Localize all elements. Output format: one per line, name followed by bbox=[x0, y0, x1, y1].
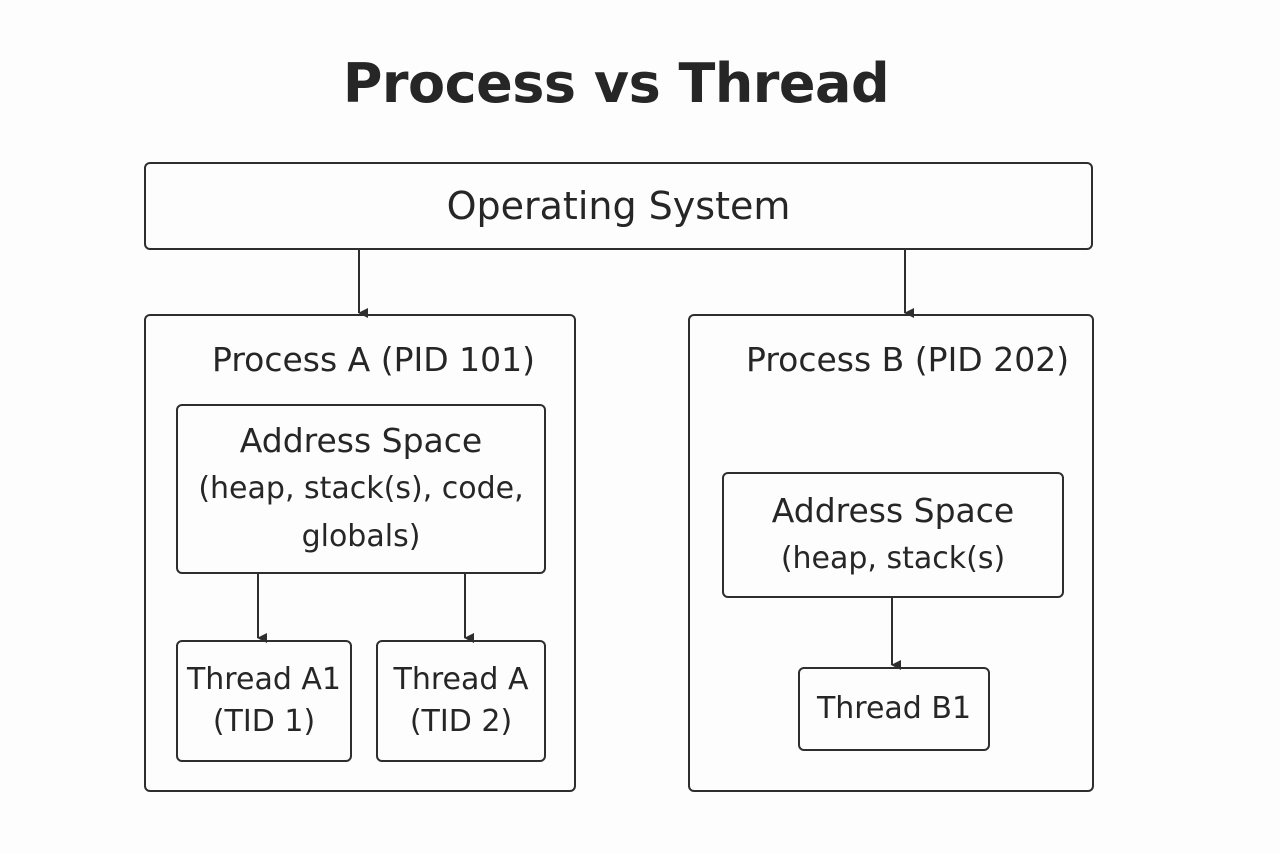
process-a-address-space-line1: (heap, stack(s), code, bbox=[198, 471, 524, 506]
process-a-address-space-line2: globals) bbox=[301, 519, 421, 554]
operating-system-label: Operating System bbox=[446, 184, 791, 228]
operating-system-box: Operating System bbox=[144, 162, 1093, 250]
thread-a1-box: Thread A1 (TID 1) bbox=[176, 640, 352, 762]
process-a-address-space: Address Space (heap, stack(s), code, glo… bbox=[176, 404, 546, 574]
thread-b1-name: Thread B1 bbox=[816, 691, 972, 726]
thread-a1-tid: (TID 1) bbox=[212, 704, 316, 739]
process-b-address-space: Address Space (heap, stack(s) bbox=[722, 472, 1064, 598]
process-b-label: Process B (PID 202) bbox=[746, 340, 1070, 379]
thread-a2-name: Thread A bbox=[393, 662, 529, 697]
thread-a2-tid: (TID 2) bbox=[409, 704, 513, 739]
page-title: Process vs Thread bbox=[342, 52, 890, 115]
process-a-label: Process A (PID 101) bbox=[212, 340, 536, 379]
process-a-address-space-heading: Address Space bbox=[239, 421, 483, 460]
thread-a2-box: Thread A (TID 2) bbox=[376, 640, 546, 762]
process-b-box: Process B (PID 202) Address Space (heap,… bbox=[688, 314, 1094, 792]
thread-b1-box: Thread B1 bbox=[798, 667, 990, 751]
process-a-box: Process A (PID 101) Address Space (heap,… bbox=[144, 314, 576, 792]
process-b-address-space-heading: Address Space bbox=[771, 491, 1015, 530]
process-b-address-space-line1: (heap, stack(s) bbox=[780, 541, 1006, 576]
thread-a1-name: Thread A1 bbox=[186, 662, 342, 697]
